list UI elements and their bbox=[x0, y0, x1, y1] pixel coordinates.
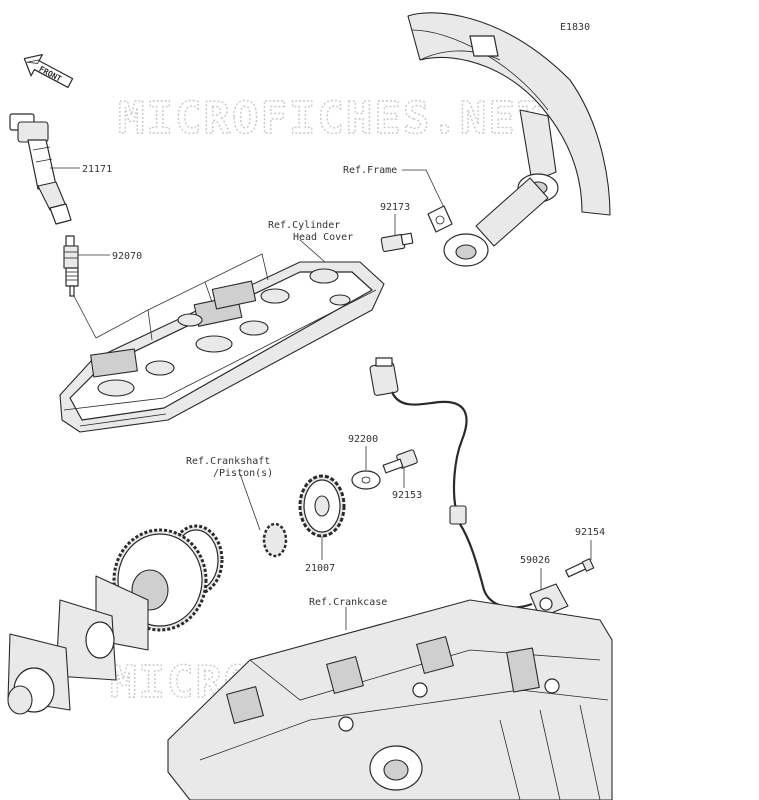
diagram-code: E1830 bbox=[560, 22, 590, 33]
sensor-92173 bbox=[380, 205, 453, 253]
label-ref-crankshaft: Ref.Crankshaft bbox=[186, 456, 270, 467]
watermark-top: MICROFICHES.NET bbox=[118, 93, 545, 144]
ignition-coil bbox=[9, 113, 72, 225]
label-92154: 92154 bbox=[575, 527, 605, 538]
timing-rotor bbox=[298, 474, 346, 538]
bolt-92153 bbox=[382, 449, 418, 474]
spark-plug bbox=[63, 235, 79, 297]
crankcase bbox=[167, 599, 613, 800]
label-92173: 92173 bbox=[380, 202, 410, 213]
label-92153: 92153 bbox=[392, 490, 422, 501]
crankshaft bbox=[7, 522, 288, 715]
label-92070: 92070 bbox=[112, 251, 142, 262]
label-59026: 59026 bbox=[520, 555, 550, 566]
label-92200: 92200 bbox=[348, 434, 378, 445]
sensor-harness bbox=[369, 357, 533, 609]
label-ref-cylinder: Ref.Cylinder bbox=[268, 220, 340, 231]
label-piston: /Piston(s) bbox=[213, 468, 273, 479]
label-ref-crankcase: Ref.Crankcase bbox=[309, 597, 387, 608]
washer-92200 bbox=[351, 470, 381, 490]
crank-sensor bbox=[529, 558, 595, 619]
label-ref-frame: Ref.Frame bbox=[343, 165, 397, 176]
label-head-cover: Head Cover bbox=[293, 232, 353, 243]
cylinder-head-cover bbox=[59, 261, 385, 433]
label-21007: 21007 bbox=[305, 563, 335, 574]
frame bbox=[407, 12, 611, 267]
front-arrow-icon: FRONT bbox=[23, 53, 74, 89]
label-21171: 21171 bbox=[82, 164, 112, 175]
